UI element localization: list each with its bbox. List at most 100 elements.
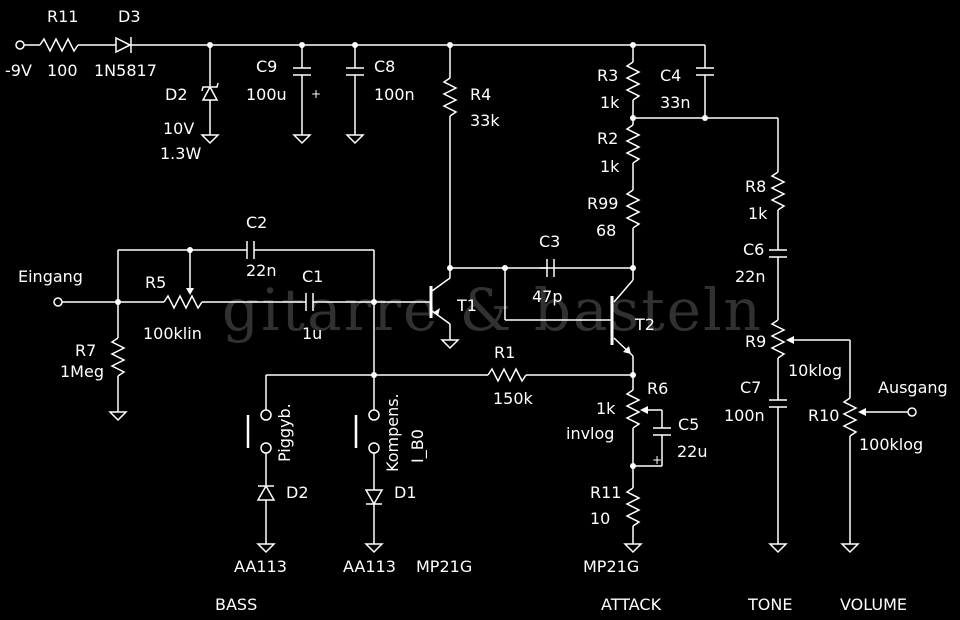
label-r4-value: 33k [470,111,500,130]
section-label-bass: BASS [215,595,257,614]
label-d2-zener: D2 [165,85,188,104]
label-r10-value: 100klog [859,435,923,454]
kompens-switch[interactable] [354,409,380,454]
d1-diode [364,489,384,506]
r7-resistor [110,337,126,377]
piggyback-switch[interactable] [246,409,272,454]
c3-capacitor [540,259,555,277]
r5-potentiometer [163,294,203,310]
label-c9-value: 100u [246,85,287,104]
label-r7-value: 1Meg [60,362,104,381]
label-c9: C9 [256,57,277,76]
component-labels: R11 100 D3 1N5817 -9V D2 10V 1.3W C9 100… [5,7,948,614]
label-c1-value: 1u [302,324,322,343]
label-c1: C1 [302,267,323,286]
label-c7: C7 [740,378,761,397]
label-kompens-switch: Kompens. [383,393,402,472]
r8-resistor [770,171,786,211]
label-d2: D2 [286,483,309,502]
r9-potentiometer [770,319,786,359]
label-c4: C4 [660,66,681,85]
label-r99-value: 68 [596,221,616,240]
label-r6-taper: invlog [566,424,614,443]
r1-resistor [487,367,527,383]
r11-emitter-resistor [625,487,641,527]
input-terminal [53,297,63,307]
r99-resistor [625,189,641,229]
label-r11-bottom: R11 [590,483,621,502]
supply-terminal [15,40,25,50]
label-r1: R1 [494,343,515,362]
label-c8: C8 [374,57,395,76]
label-supply-voltage: -9V [5,61,32,80]
input-section [53,241,431,422]
label-r2: R2 [597,129,618,148]
label-c8-value: 100n [374,85,415,104]
label-d1: D1 [394,483,417,502]
label-r2-value: 1k [600,157,620,176]
label-piggyback-switch: Piggyb. [275,403,294,462]
c4-capacitor [696,67,714,76]
section-label-tone: TONE [747,595,792,614]
label-r8: R8 [745,177,766,196]
label-r7: R7 [75,341,96,360]
label-c7-value: 100n [724,406,765,425]
label-c6-value: 22n [735,267,766,286]
label-d3-value: 1N5817 [94,61,157,80]
output-terminal [907,407,917,417]
c2-capacitor [246,241,255,259]
label-d3: D3 [118,7,141,26]
label-r6: R6 [647,379,668,398]
label-r11-top: R11 [47,7,78,26]
d2-diode [256,484,276,501]
label-kompens-switch-sub: I_B0 [408,429,428,463]
supply-section [15,36,706,145]
c6-capacitor [769,249,787,258]
section-label-attack: ATTACK [601,595,662,614]
label-r8-value: 1k [748,204,768,223]
label-c5-value: 22u [677,442,708,461]
label-r9-value: 10klog [788,361,842,380]
label-r99: R99 [587,194,618,213]
c8-capacitor [345,45,365,145]
label-r10: R10 [808,406,839,425]
label-t2: T2 [634,315,655,334]
label-r5-value: 100klin [143,324,202,343]
label-c4-value: 33n [660,93,691,112]
section-label-volume: VOLUME [840,595,907,614]
label-output: Ausgang [878,378,948,397]
c9-capacitor [292,45,312,145]
label-r9: R9 [745,332,766,351]
bass-section [246,302,633,554]
label-c6: C6 [743,240,764,259]
c7-capacitor [769,399,787,408]
label-t1-type: MP21G [416,557,472,576]
label-r3: R3 [597,66,618,85]
label-d2-type: AA113 [234,557,287,576]
label-r3-value: 1k [600,93,620,112]
r2-resistor [625,124,641,164]
c5-capacitor [653,427,671,436]
r11-supply-resistor [39,37,79,53]
label-r6-value: 1k [596,399,616,418]
label-r5: R5 [145,273,166,292]
ground-symbol [200,134,220,145]
label-c3-value: 47p [532,287,563,306]
label-c5: C5 [678,415,699,434]
label-d2-zener-voltage: 10V [163,119,194,138]
label-c2: C2 [246,213,267,232]
label-c2-value: 22n [246,261,277,280]
watermark: gitarre & basteln [222,276,763,344]
d2-zener-diode [200,45,220,145]
r6-potentiometer [625,389,641,429]
volume-section [840,397,917,554]
label-r11-bottom-value: 10 [590,509,610,528]
c9-polarity-mark: + [311,87,321,101]
label-t2-type: MP21G [583,557,639,576]
label-t1: T1 [456,296,477,315]
label-input: Eingang [18,267,83,286]
label-d1-type: AA113 [343,557,396,576]
r4-resistor [442,77,458,117]
label-d2-zener-power: 1.3W [160,144,201,163]
